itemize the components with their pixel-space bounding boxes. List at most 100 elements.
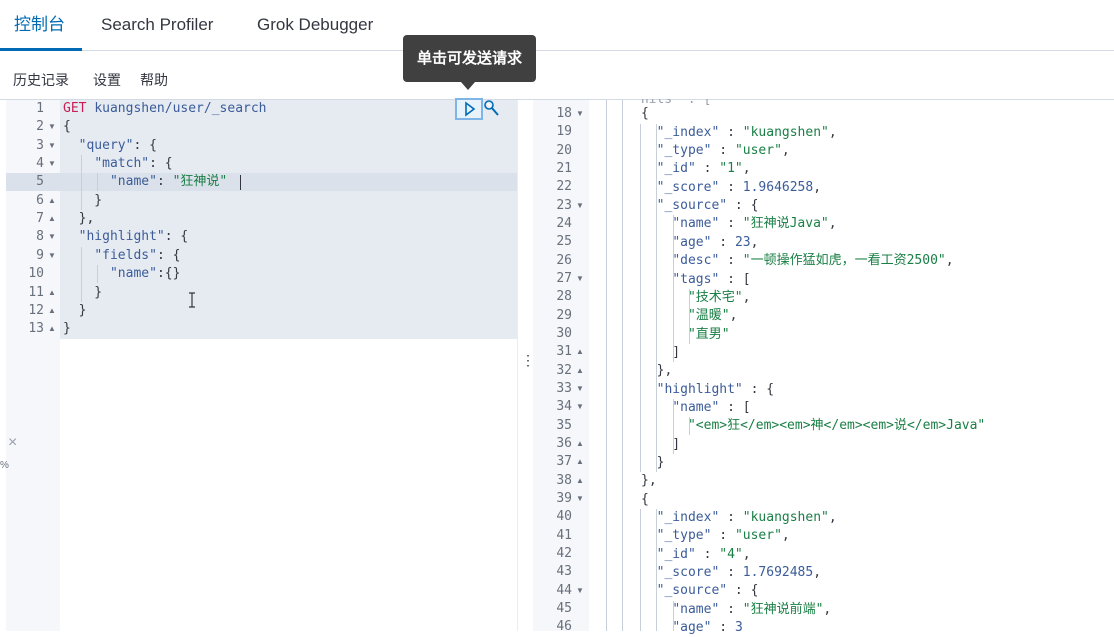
indent-guide — [97, 265, 98, 283]
line-number: 8 — [36, 229, 44, 244]
response-line: "name" : "狂神说Java", — [672, 216, 837, 231]
fold-toggle-icon[interactable]: ▲ — [48, 288, 56, 297]
text-caret — [240, 175, 241, 190]
fold-toggle-icon[interactable]: ▲ — [576, 457, 584, 466]
line-number: 10 — [28, 266, 44, 281]
send-request-button[interactable] — [455, 98, 483, 120]
indent-guide — [673, 601, 674, 631]
fold-toggle-icon[interactable]: ▼ — [576, 109, 584, 118]
line-number: 46 — [556, 619, 572, 634]
response-line: "技术宅", — [687, 290, 751, 305]
request-line-10: "name":{} — [109, 266, 181, 281]
response-line: "<em>狂</em><em>神</em><em>说</em>Java" — [687, 418, 986, 433]
tab-search-profiler[interactable]: Search Profiler — [101, 15, 214, 34]
tab-grok-debugger[interactable]: Grok Debugger — [257, 15, 374, 34]
response-line: ] — [641, 345, 681, 360]
tab-console[interactable]: 控制台 — [14, 15, 65, 34]
line-number: 29 — [556, 308, 572, 323]
line-number: 18 — [556, 106, 572, 121]
fold-toggle-icon[interactable]: ▼ — [576, 586, 584, 595]
response-line: "tags" : [ — [672, 272, 751, 287]
line-number: 38 — [556, 473, 572, 488]
fold-toggle-icon[interactable]: ▼ — [48, 122, 56, 131]
fold-toggle-icon[interactable]: ▼ — [576, 402, 584, 411]
indent-guide — [640, 509, 641, 631]
fold-toggle-icon[interactable]: ▲ — [576, 476, 584, 485]
response-line: "_type" : "user", — [656, 528, 790, 543]
line-number: 39 — [556, 491, 572, 506]
response-line: "_source" : { — [656, 583, 759, 598]
line-number: 25 — [556, 234, 572, 249]
request-line-12: } — [63, 303, 87, 318]
line-number: 1 — [36, 101, 44, 116]
fold-toggle-icon[interactable]: ▼ — [48, 251, 56, 260]
line-number: 32 — [556, 363, 572, 378]
response-line: } — [641, 455, 665, 470]
fold-toggle-icon[interactable]: ▼ — [576, 494, 584, 503]
indent-guide — [656, 509, 657, 631]
response-line: "name" : "狂神说前端", — [672, 602, 832, 617]
response-line: { — [641, 106, 649, 121]
close-icon[interactable]: × — [8, 434, 18, 451]
fold-toggle-icon[interactable]: ▼ — [48, 141, 56, 150]
request-line-11: } — [63, 285, 103, 300]
fold-toggle-icon[interactable]: ▼ — [48, 232, 56, 241]
percent-label: % — [0, 460, 9, 471]
top-tab-bar: 控制台 Search Profiler Grok Debugger — [0, 0, 1114, 51]
response-line: "name" : [ — [672, 400, 751, 415]
line-number: 19 — [556, 124, 572, 139]
request-line-5: "name": "狂神说" — [109, 174, 228, 189]
fold-toggle-icon[interactable]: ▲ — [48, 324, 56, 333]
toolbar-divider — [0, 99, 1114, 100]
line-number: 28 — [556, 289, 572, 304]
indent-guide — [622, 100, 623, 631]
wrench-icon[interactable] — [483, 99, 501, 119]
line-number: 11 — [28, 285, 44, 300]
line-number: 34 — [556, 399, 572, 414]
line-number: 30 — [556, 326, 572, 341]
fold-toggle-icon[interactable]: ▼ — [576, 384, 584, 393]
fold-toggle-icon[interactable]: ▲ — [48, 196, 56, 205]
response-line: }, — [656, 363, 673, 378]
line-number: 2 — [36, 119, 44, 134]
indent-guide — [689, 417, 690, 435]
fold-toggle-icon[interactable]: ▲ — [48, 214, 56, 223]
fold-toggle-icon[interactable]: ▼ — [48, 159, 56, 168]
response-line: "highlight" : { — [656, 382, 775, 397]
request-line-3: "query": { — [78, 138, 157, 153]
line-number: 4 — [36, 156, 44, 171]
fold-toggle-icon[interactable]: ▲ — [576, 347, 584, 356]
response-line: "_id" : "4", — [656, 547, 751, 562]
fold-toggle-icon[interactable]: ▲ — [48, 306, 56, 315]
response-line: "_source" : { — [656, 198, 759, 213]
fold-toggle-icon[interactable]: ▼ — [576, 274, 584, 283]
resize-handle-icon[interactable]: ⋮ — [521, 352, 535, 368]
fold-toggle-icon[interactable]: ▼ — [576, 201, 584, 210]
response-line: }, — [641, 473, 657, 488]
request-line-7: }, — [63, 211, 95, 226]
indent-guide — [673, 215, 674, 362]
response-gutter — [533, 100, 589, 631]
response-line: "直男" — [687, 327, 730, 342]
fold-toggle-icon[interactable]: ▲ — [576, 366, 584, 375]
request-line-8: "highlight": { — [78, 229, 189, 244]
play-icon — [465, 101, 476, 117]
line-number: 33 — [556, 381, 572, 396]
response-line: "age" : 23, — [672, 235, 759, 250]
menu-history[interactable]: 历史记录 — [13, 72, 69, 88]
indent-guide — [656, 124, 657, 472]
pane-resizer[interactable] — [517, 100, 534, 631]
line-number: 20 — [556, 143, 572, 158]
request-line-13: } — [63, 321, 71, 336]
line-number: 12 — [28, 303, 44, 318]
fold-toggle-icon[interactable]: ▲ — [576, 439, 584, 448]
menu-help[interactable]: 帮助 — [140, 72, 168, 88]
indent-guide — [81, 247, 82, 302]
request-line-2: { — [63, 119, 71, 134]
line-number: 5 — [36, 174, 44, 189]
menu-settings[interactable]: 设置 — [93, 72, 121, 88]
indent-guide — [81, 155, 82, 210]
request-line-9: "fields": { — [94, 248, 181, 263]
request-line-4: "match": { — [94, 156, 173, 171]
line-number: 26 — [556, 253, 572, 268]
